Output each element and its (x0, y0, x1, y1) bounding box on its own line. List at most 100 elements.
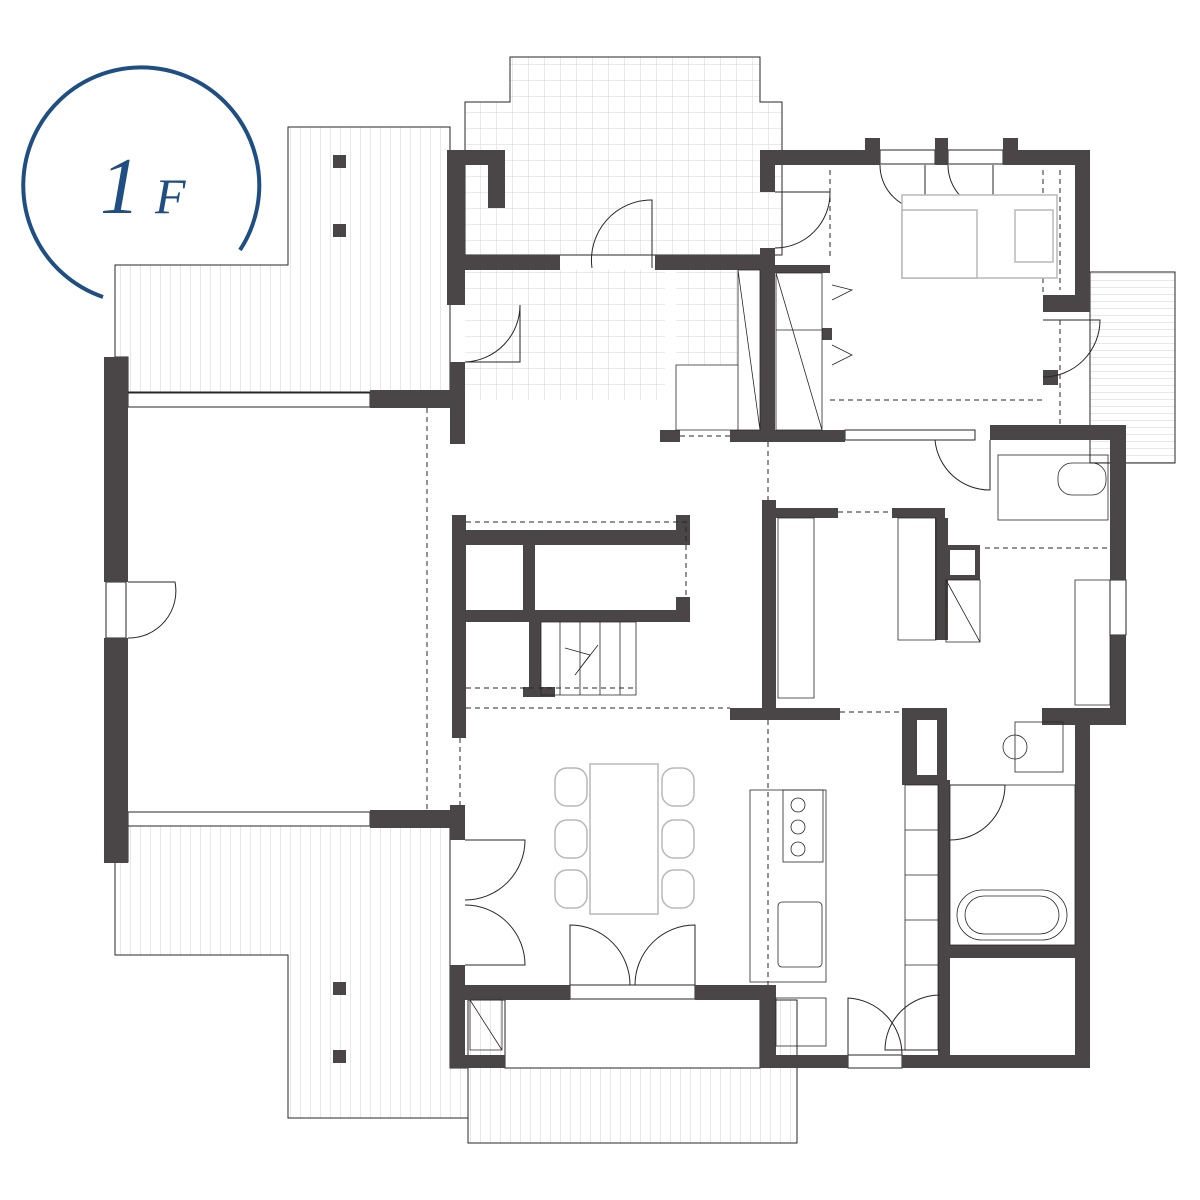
wall-segment (104, 357, 128, 582)
wall-segment (776, 508, 838, 518)
dining-chair (661, 819, 695, 859)
decks (114, 56, 1176, 1144)
deck-post (333, 155, 346, 168)
wall-segment (104, 638, 128, 863)
wall-segment (760, 150, 775, 192)
dining-table (589, 763, 659, 915)
wall-segment (938, 780, 950, 1068)
wall-segment (466, 530, 690, 545)
wall-segment (1043, 295, 1090, 312)
bed (901, 194, 1058, 279)
wall-segment (676, 515, 690, 545)
deck-south-west (114, 825, 469, 1119)
wall-segment (945, 945, 1090, 958)
window (1109, 579, 1127, 636)
deck-north-west (114, 126, 451, 393)
wall-void (917, 720, 937, 775)
wall-segment (529, 622, 541, 695)
staircase (540, 621, 637, 696)
wall-segment (655, 255, 775, 270)
washbasin (1014, 721, 1064, 773)
entry-hall-tiles (465, 270, 665, 400)
wall-segment (1110, 635, 1126, 725)
wall-segment (488, 150, 505, 208)
wall-segment (447, 150, 465, 305)
wall-segment (760, 150, 880, 165)
washbasin-bowl (1002, 734, 1028, 760)
deck-post (333, 982, 346, 995)
genkan-tiles (676, 270, 738, 365)
floor-number: 1 (100, 143, 140, 231)
window (127, 811, 371, 827)
burners (790, 797, 806, 857)
kitchen (749, 789, 827, 1047)
dining-set (554, 763, 695, 915)
bathtub (956, 889, 1068, 941)
window (569, 984, 696, 1000)
dining-chair (554, 869, 588, 909)
wall-segment (902, 1055, 1090, 1068)
wall-segment (450, 965, 465, 1068)
dining-chair (661, 767, 695, 807)
window (105, 581, 127, 639)
window (879, 149, 936, 165)
window (947, 149, 1004, 165)
deck-south (467, 999, 798, 1144)
wall-segment (450, 805, 465, 840)
wall-void (950, 550, 975, 575)
wall-segment (1003, 138, 1018, 165)
closets (469, 269, 1111, 1051)
wall-segment (770, 265, 830, 273)
wall-segment (1110, 425, 1126, 580)
window (844, 429, 976, 441)
floor-letter: F (154, 168, 186, 224)
window (847, 1054, 903, 1069)
deck-post (333, 224, 346, 237)
wall-segment (730, 708, 840, 720)
terrace-north (464, 56, 783, 256)
wall-segment (695, 985, 775, 1000)
dining-chair (661, 869, 695, 909)
fridge (775, 997, 827, 1047)
wall-segment (466, 610, 690, 622)
wall-segment (370, 810, 465, 828)
wall-segment (523, 545, 535, 612)
wall-segment (523, 687, 555, 697)
bathtub-inner (964, 895, 1060, 935)
wall-segment (1075, 708, 1090, 1068)
wall-segment (1043, 370, 1058, 385)
bathroom (949, 454, 1109, 946)
badge-ring (21, 65, 262, 299)
wall-segment (452, 515, 466, 738)
wall-segment (465, 255, 560, 270)
wall-segment (990, 425, 1126, 440)
wall-segment (935, 518, 948, 640)
deck-posts (333, 155, 346, 1063)
wall-voids (466, 545, 975, 775)
deck-post (333, 1050, 346, 1063)
windows (105, 149, 1127, 1069)
dining-chair (554, 819, 588, 859)
wall-segment (465, 985, 570, 1000)
wall-segment (935, 138, 948, 165)
wall-segment (865, 138, 880, 165)
wall-void (535, 545, 676, 610)
bath-room-outline (949, 784, 1076, 946)
wall-void (466, 545, 523, 610)
wall-segment (450, 362, 465, 444)
wall-segment (760, 1055, 848, 1068)
kitchen-sink (777, 901, 823, 968)
wall-segment (762, 500, 776, 720)
wall-segment (730, 430, 845, 442)
wall-segment (892, 508, 945, 518)
wall-segment (760, 248, 775, 435)
wall-segment (760, 985, 776, 1068)
cooktop (782, 789, 824, 863)
wall-segment (1018, 150, 1090, 165)
toilet (1057, 462, 1107, 496)
toilet-room (997, 454, 1109, 521)
wall-segment (450, 1055, 505, 1068)
window (127, 392, 371, 408)
wall-segment (822, 328, 832, 340)
